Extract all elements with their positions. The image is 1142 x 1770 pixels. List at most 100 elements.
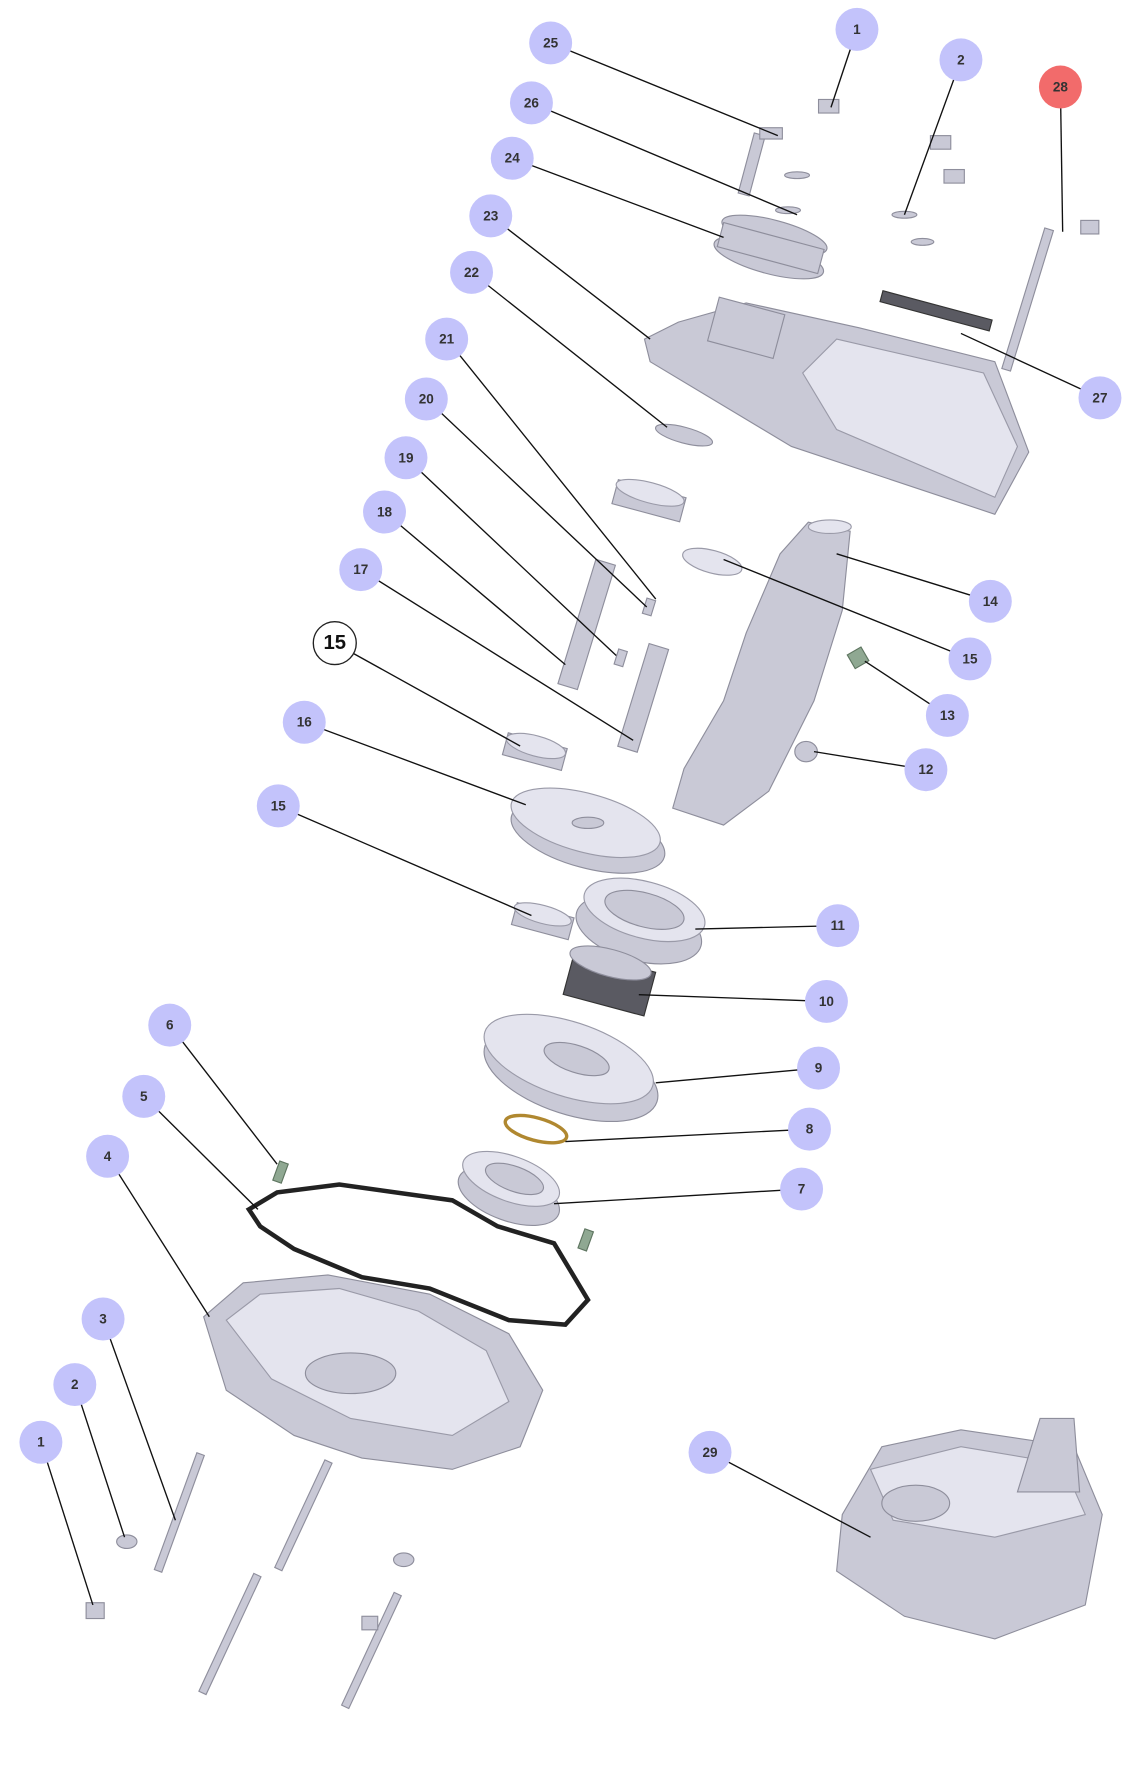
callout-bubble[interactable] xyxy=(948,637,992,681)
part-disc-9[interactable] xyxy=(472,996,669,1140)
callout-22[interactable]: 22 xyxy=(450,250,494,294)
callout-1[interactable]: 1 xyxy=(835,7,879,51)
callout-13[interactable]: 13 xyxy=(925,693,969,737)
callout-bubble[interactable] xyxy=(339,548,383,592)
callout-bubble[interactable] xyxy=(797,1046,841,1090)
callout-28[interactable]: 28 xyxy=(1038,65,1082,109)
callout-bubble[interactable] xyxy=(256,784,300,828)
part-shaft-18[interactable] xyxy=(557,558,617,691)
part-nut-b[interactable] xyxy=(943,168,965,184)
callout-15[interactable]: 15 xyxy=(312,620,357,666)
callout-3[interactable]: 3 xyxy=(81,1297,125,1341)
callout-2[interactable]: 2 xyxy=(53,1363,97,1407)
callout-bubble[interactable] xyxy=(312,620,357,666)
part-washer-2b[interactable] xyxy=(910,237,935,246)
callout-15[interactable]: 15 xyxy=(948,637,992,681)
part-washer-2-right[interactable] xyxy=(392,1552,415,1568)
part-key-20[interactable] xyxy=(641,597,657,617)
callout-1[interactable]: 1 xyxy=(19,1420,63,1464)
callout-bubble[interactable] xyxy=(925,693,969,737)
part-bearing-15-lower[interactable] xyxy=(510,898,575,941)
part-ring-22[interactable] xyxy=(654,420,715,450)
part-bolt-3[interactable] xyxy=(153,1451,206,1573)
part-bearing-15-upper[interactable] xyxy=(680,543,745,581)
part-gasket-5[interactable] xyxy=(245,1182,591,1328)
callout-bubble[interactable] xyxy=(835,7,879,51)
part-seal-27[interactable] xyxy=(879,290,993,332)
callout-8[interactable]: 8 xyxy=(788,1107,831,1151)
part-nut-a[interactable] xyxy=(929,135,952,150)
callout-bubble[interactable] xyxy=(788,1107,831,1151)
callout-7[interactable]: 7 xyxy=(780,1167,824,1211)
part-grub-screw-13[interactable] xyxy=(846,646,870,670)
part-key-19[interactable] xyxy=(613,648,629,668)
part-dowel-pin-6b[interactable] xyxy=(577,1228,595,1252)
part-housing-23[interactable] xyxy=(643,296,1030,515)
part-bearing-21[interactable] xyxy=(611,474,687,523)
part-pulley-24[interactable] xyxy=(710,207,831,288)
callout-bubble[interactable] xyxy=(404,377,448,421)
part-rod-28[interactable] xyxy=(1001,227,1055,372)
callout-23[interactable]: 23 xyxy=(469,194,513,238)
part-bearing-11[interactable] xyxy=(568,866,711,976)
part-nut-1-right[interactable] xyxy=(361,1615,379,1631)
part-circlip-8[interactable] xyxy=(502,1110,569,1148)
callout-bubble[interactable] xyxy=(53,1363,97,1407)
callout-27[interactable]: 27 xyxy=(1078,376,1122,420)
part-washer-2-top[interactable] xyxy=(891,210,918,219)
callout-bubble[interactable] xyxy=(509,81,553,125)
callout-24[interactable]: 24 xyxy=(490,136,534,180)
callout-6[interactable]: 6 xyxy=(148,1003,192,1047)
callout-bubble[interactable] xyxy=(363,490,406,534)
part-disc-16[interactable] xyxy=(503,775,672,888)
callout-21[interactable]: 21 xyxy=(425,317,469,361)
callout-bubble[interactable] xyxy=(816,904,860,948)
callout-bubble[interactable] xyxy=(86,1134,130,1178)
callout-bubble[interactable] xyxy=(490,136,534,180)
callout-14[interactable]: 14 xyxy=(968,579,1012,623)
callout-12[interactable]: 12 xyxy=(904,748,948,792)
callout-17[interactable]: 17 xyxy=(339,548,383,592)
part-nut-28[interactable] xyxy=(1080,219,1100,235)
callout-bubble[interactable] xyxy=(122,1074,166,1118)
part-shaft-17[interactable] xyxy=(617,642,670,753)
part-bolt-d[interactable] xyxy=(340,1591,403,1710)
part-nut-1[interactable] xyxy=(85,1602,105,1620)
callout-25[interactable]: 25 xyxy=(529,21,573,65)
callout-18[interactable]: 18 xyxy=(363,490,406,534)
callout-bubble[interactable] xyxy=(804,979,848,1023)
callout-29[interactable]: 29 xyxy=(688,1430,732,1474)
part-sleeve-10[interactable] xyxy=(562,939,657,1017)
part-dowel-pin-6[interactable] xyxy=(272,1160,289,1184)
callout-16[interactable]: 16 xyxy=(282,700,326,744)
callout-bubble[interactable] xyxy=(529,21,573,65)
callout-bubble[interactable] xyxy=(19,1420,63,1464)
callout-bubble[interactable] xyxy=(1038,65,1082,109)
callout-bubble[interactable] xyxy=(904,748,948,792)
callout-bubble[interactable] xyxy=(425,317,469,361)
callout-bubble[interactable] xyxy=(939,38,983,82)
callout-bubble[interactable] xyxy=(384,436,428,480)
part-bolt-b[interactable] xyxy=(273,1459,333,1572)
callout-26[interactable]: 26 xyxy=(509,81,553,125)
callout-11[interactable]: 11 xyxy=(816,904,860,948)
callout-bubble[interactable] xyxy=(968,579,1012,623)
part-shaft-14[interactable] xyxy=(672,519,852,826)
part-bearing-7[interactable] xyxy=(450,1140,567,1237)
callout-bubble[interactable] xyxy=(282,700,326,744)
callout-bubble[interactable] xyxy=(148,1003,192,1047)
callout-10[interactable]: 10 xyxy=(804,979,848,1023)
callout-bubble[interactable] xyxy=(1078,376,1122,420)
callout-20[interactable]: 20 xyxy=(404,377,448,421)
callout-5[interactable]: 5 xyxy=(122,1074,166,1118)
part-bolt-c[interactable] xyxy=(198,1572,262,1696)
part-bolt-25[interactable] xyxy=(737,132,766,197)
callout-9[interactable]: 9 xyxy=(797,1046,841,1090)
callout-4[interactable]: 4 xyxy=(86,1134,130,1178)
part-bearing-15-selected[interactable] xyxy=(501,728,568,772)
callout-2[interactable]: 2 xyxy=(939,38,983,82)
part-washer-26[interactable] xyxy=(784,171,811,180)
callout-bubble[interactable] xyxy=(780,1167,824,1211)
callout-15[interactable]: 15 xyxy=(256,784,300,828)
callout-bubble[interactable] xyxy=(450,250,494,294)
